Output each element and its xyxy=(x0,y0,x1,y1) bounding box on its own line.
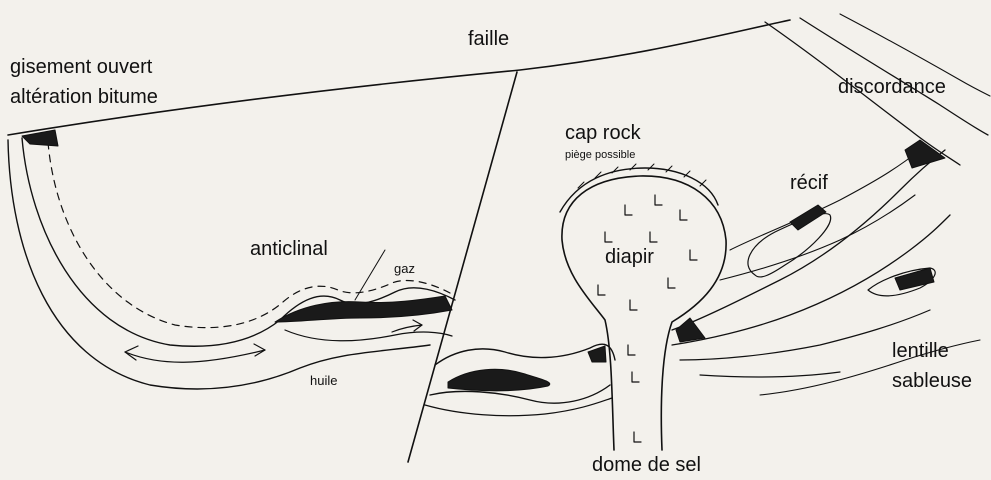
gas-label: gaz xyxy=(394,262,415,277)
dome-flank-oil-right xyxy=(676,318,705,342)
arrow-left xyxy=(125,350,265,362)
syncline-dashed xyxy=(48,142,450,328)
salt-dome-label: dome de sel xyxy=(592,454,701,477)
cap-rock xyxy=(560,168,718,212)
syncline-lower-2 xyxy=(285,330,452,341)
discordance-oil xyxy=(905,140,945,168)
flank-strata-4 xyxy=(700,372,840,377)
flank-strata-5 xyxy=(730,150,920,250)
cap-rock-label: cap rock xyxy=(565,122,641,145)
rightblock-upper xyxy=(435,344,615,365)
anticline-oil-lens xyxy=(275,296,452,322)
reef-oil xyxy=(790,205,826,230)
fault-line xyxy=(408,72,517,462)
fault-label: faille xyxy=(468,28,509,51)
unconformity-label: discordance xyxy=(838,76,946,99)
rightblock-oil xyxy=(448,369,550,390)
diapir-label: diapir xyxy=(605,246,654,269)
possible-trap-label: piège possible xyxy=(565,149,635,162)
oil-label: huile xyxy=(310,374,337,389)
rightblock-lower-2 xyxy=(425,398,612,416)
gaz-leader xyxy=(355,250,385,300)
syncline-lower xyxy=(8,140,430,389)
reef-label: récif xyxy=(790,172,828,195)
arrow-left-head xyxy=(125,346,138,360)
bitumen-alteration-label: altération bitume xyxy=(10,86,158,109)
anticline-label: anticlinal xyxy=(250,238,328,261)
sand-lens-label-2: sableuse xyxy=(892,370,972,393)
sand-lens-label-1: lentille xyxy=(892,340,949,363)
sand-lens-oil xyxy=(895,268,934,290)
salt-dome xyxy=(562,176,726,450)
open-deposit-label: gisement ouvert xyxy=(10,56,152,79)
